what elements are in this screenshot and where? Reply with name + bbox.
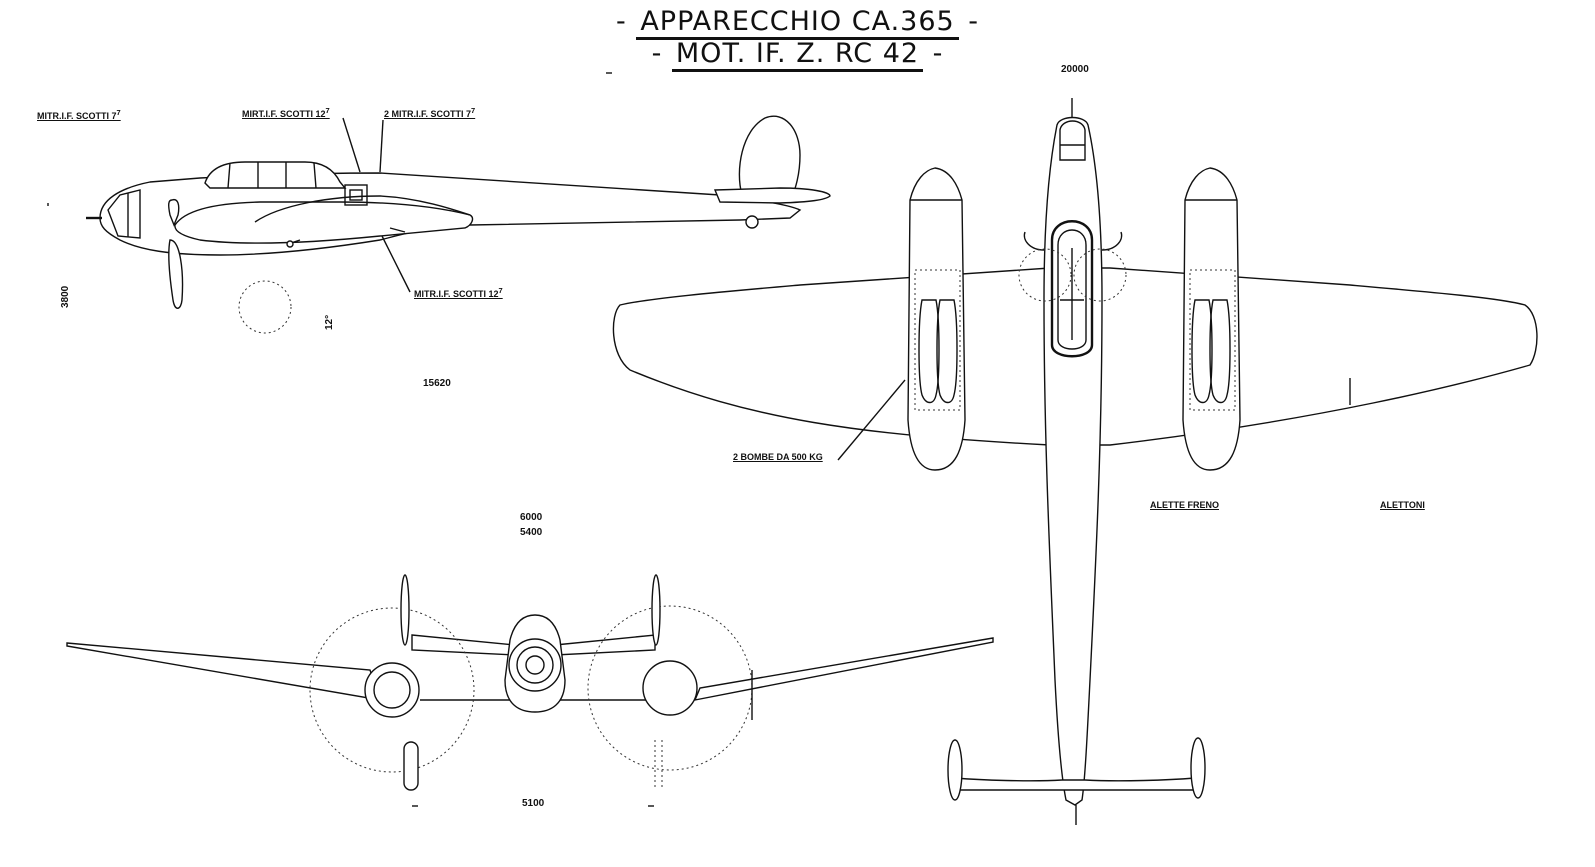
side-view-nacelle bbox=[174, 201, 474, 244]
label-nose-gun: MITR.I.F. SCOTTI 77 bbox=[37, 108, 121, 121]
dimension-wingspan: 20000 bbox=[1061, 64, 1089, 75]
dimension-tail-span-inner: 5400 bbox=[520, 527, 543, 538]
label-bombs: 2 BOMBE DA 500 KG bbox=[733, 452, 823, 462]
side-view-canopy bbox=[204, 161, 347, 189]
front-view-engine-left bbox=[364, 662, 420, 718]
label-ailerons: ALETTONI bbox=[1380, 500, 1425, 510]
front-view-engine-right bbox=[642, 660, 698, 716]
dimension-tail-span-outer: 6000 bbox=[520, 512, 543, 523]
label-top-gun: MIRT.I.F. SCOTTI 127 bbox=[242, 106, 330, 119]
side-view-main-wheel bbox=[238, 280, 292, 334]
dimension-length: 15620 bbox=[423, 378, 451, 389]
side-view-fin bbox=[738, 115, 801, 197]
side-view bbox=[47, 115, 831, 334]
front-view bbox=[66, 574, 994, 807]
drawing-title-line-2: - MOT. IF. Z. RC 42 - bbox=[0, 38, 1595, 72]
front-view-wing-left bbox=[66, 642, 382, 701]
dimension-track: 5100 bbox=[522, 798, 545, 809]
dimension-height: 3800 bbox=[60, 285, 71, 308]
label-dorsal-guns: 2 MITR.I.F. SCOTTI 77 bbox=[384, 106, 476, 119]
side-view-propeller bbox=[167, 198, 180, 227]
label-airbrakes: ALETTE FRENO bbox=[1150, 500, 1219, 510]
front-view-wing-right bbox=[693, 637, 994, 701]
plan-view-tailplane bbox=[954, 777, 1196, 791]
dimension-angle: 12° bbox=[324, 314, 335, 330]
plan-view bbox=[612, 98, 1538, 825]
label-ventral-gun: MITR.I.F. SCOTTI 127 bbox=[414, 286, 503, 299]
front-view-fuselage bbox=[504, 614, 566, 713]
drawing-title-line-1: - APPARECCHIO CA.365 - bbox=[0, 6, 1595, 40]
